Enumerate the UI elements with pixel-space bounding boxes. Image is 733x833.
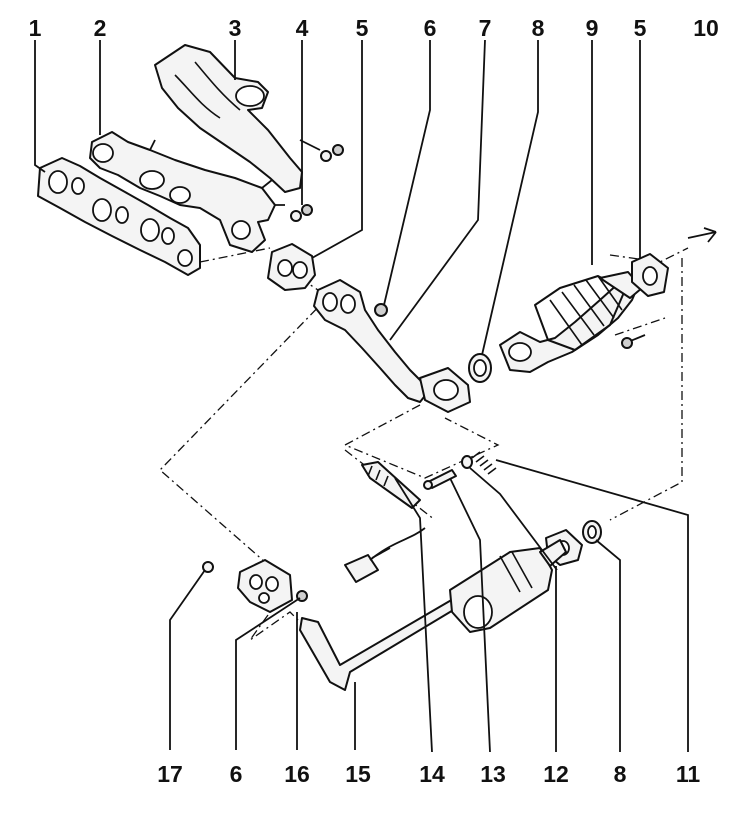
label-15: 15 xyxy=(345,761,371,787)
label-7: 7 xyxy=(479,15,492,41)
rear-cat-gasket xyxy=(631,253,669,297)
label-4: 4 xyxy=(296,15,309,41)
front-pipe-gasket xyxy=(267,243,316,291)
label-5: 5 xyxy=(356,15,369,41)
manifold-gasket xyxy=(37,157,201,276)
label-17: 17 xyxy=(157,761,183,787)
middle-silencer-pipe xyxy=(299,539,567,691)
mounting-bolt xyxy=(423,455,473,490)
seal-ring xyxy=(468,353,492,383)
seal-ring-lower xyxy=(582,520,602,544)
label-1: 1 xyxy=(29,15,42,41)
label-14: 14 xyxy=(419,761,445,787)
label-6: 6 xyxy=(424,15,437,41)
nut-and-washer xyxy=(290,139,344,222)
label-3: 3 xyxy=(229,15,242,41)
exhaust-manifold xyxy=(89,131,285,253)
label-13: 13 xyxy=(480,761,506,787)
label-5-right: 5 xyxy=(634,15,647,41)
heat-shield xyxy=(154,44,303,193)
label-12: 12 xyxy=(543,761,569,787)
catalytic-converter xyxy=(499,271,643,373)
label-2: 2 xyxy=(94,15,107,41)
callout-numbers: 1 2 3 4 5 6 7 8 9 5 10 17 6 16 15 14 13 … xyxy=(29,15,719,787)
oxygen-sensor xyxy=(344,461,426,583)
label-9: 9 xyxy=(586,15,599,41)
front-exhaust-pipe xyxy=(313,279,471,413)
label-10: 10 xyxy=(693,15,719,41)
label-8: 8 xyxy=(532,15,545,41)
spring xyxy=(471,451,497,475)
flange-nut xyxy=(374,303,388,317)
leader-lines xyxy=(34,39,717,753)
label-6-bottom: 6 xyxy=(230,761,243,787)
bolt xyxy=(621,334,646,349)
label-11: 11 xyxy=(676,761,701,787)
lower-flange-gasket xyxy=(237,559,293,613)
label-8-bottom: 8 xyxy=(614,761,627,787)
label-16: 16 xyxy=(284,761,310,787)
